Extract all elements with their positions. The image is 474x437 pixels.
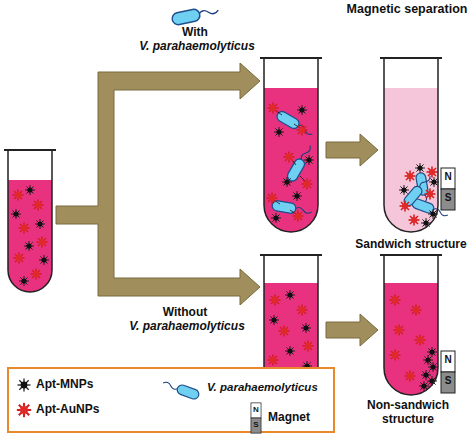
- aunp-particle: [394, 325, 405, 336]
- aunp-particle: [31, 269, 42, 280]
- pole-label: S: [441, 192, 455, 204]
- aunp-particle: [411, 305, 422, 316]
- tube-liquid: [384, 88, 438, 232]
- aunp-particle: [405, 371, 416, 382]
- magnet-symbol: [441, 168, 455, 210]
- step-arrow: [326, 134, 378, 166]
- test-tube: [384, 255, 438, 395]
- pole-label: S: [250, 420, 262, 429]
- mnp-particle: [285, 346, 295, 356]
- tube-rim: [260, 254, 322, 256]
- legend-text: Apt-AuNPs: [36, 403, 156, 417]
- mnp-particle: [269, 315, 279, 325]
- mnp-particle: [11, 209, 21, 219]
- pole-label: N: [441, 171, 455, 183]
- tube-rim: [380, 57, 442, 59]
- legend-aunp-icon: [17, 403, 31, 417]
- aunp-particle: [409, 215, 420, 226]
- aunp-particle: [405, 171, 416, 182]
- aunp-particle: [390, 350, 401, 361]
- legend-box: [8, 368, 334, 432]
- mnp-particle: [304, 155, 314, 165]
- aunp-particle: [37, 237, 48, 248]
- mnp-particle: [282, 177, 292, 187]
- species-label: V. parahaemolyticus: [122, 320, 252, 334]
- mnp-particle: [25, 185, 35, 195]
- aunp-particle: [268, 103, 279, 114]
- legend-bacterium-icon: [162, 378, 201, 400]
- mnp-particle: [415, 163, 425, 173]
- pole-label: N: [250, 405, 262, 414]
- mnp-particle: [274, 127, 284, 137]
- aunp-particle: [284, 152, 295, 163]
- mnp-particle: [423, 355, 433, 365]
- legend-magnet-icon: [251, 403, 261, 433]
- aunp-particle: [427, 167, 438, 178]
- pole-label: S: [441, 375, 455, 387]
- mnp-particle: [271, 213, 281, 223]
- aunp-particle: [297, 305, 308, 316]
- aunp-particle: [415, 335, 426, 346]
- legend-text: Apt-MNPs: [36, 378, 156, 392]
- aunp-particle: [425, 189, 436, 200]
- mnp-particle: [35, 219, 45, 229]
- legend-mnp-icon: [18, 379, 31, 392]
- aunp-particle: [268, 355, 279, 366]
- magnet-symbol: [441, 351, 455, 393]
- test-tube: [384, 58, 438, 232]
- condition-label: Without: [140, 306, 230, 320]
- test-tube: [264, 58, 318, 232]
- result-label: Non-sandwich structure: [358, 399, 458, 427]
- aunp-particle: [302, 179, 313, 190]
- aunp-particle: [400, 201, 411, 212]
- aunp-particle: [270, 295, 281, 306]
- bacterium: [286, 143, 315, 183]
- condition-label: With: [150, 26, 240, 40]
- aunp-particle: [267, 193, 278, 204]
- tube-rim: [4, 149, 56, 151]
- aunp-particle: [390, 295, 401, 306]
- tube-rim: [380, 254, 442, 256]
- bacterium-icon: [171, 4, 219, 26]
- legend-text: Magnet: [268, 411, 332, 425]
- mnp-particle: [297, 105, 307, 115]
- aunp-particle: [293, 211, 304, 222]
- tube-liquid: [8, 180, 52, 292]
- tube-rim: [260, 57, 322, 59]
- mnp-particle: [399, 185, 409, 195]
- aunp-particle: [13, 190, 24, 201]
- result-label: Sandwich structure: [351, 238, 471, 252]
- aunp-particle: [303, 341, 314, 352]
- step-arrow: [326, 314, 378, 346]
- test-tube: [8, 150, 52, 292]
- mnp-particle: [428, 362, 438, 372]
- mnp-particle: [24, 241, 34, 251]
- aunp-particle: [14, 253, 25, 264]
- mnp-particle: [301, 323, 311, 333]
- tube-liquid: [264, 88, 318, 232]
- species-label: V. parahaemolyticus: [132, 40, 262, 54]
- mnp-particle: [421, 218, 431, 228]
- aunp-particle: [297, 125, 308, 136]
- mnp-particle: [292, 191, 302, 201]
- mnp-particle: [285, 290, 295, 300]
- aunp-particle: [279, 326, 290, 337]
- aunp-particle: [19, 223, 30, 234]
- mnp-particle: [39, 255, 49, 265]
- tube-liquid: [384, 283, 438, 395]
- branch-arrow: [56, 63, 260, 305]
- section-heading: Magnetic separation: [340, 2, 474, 16]
- mnp-particle: [19, 276, 29, 286]
- legend-text: V. parahaemolyticus: [207, 381, 333, 394]
- pole-label: N: [441, 354, 455, 366]
- aunp-particle: [33, 200, 44, 211]
